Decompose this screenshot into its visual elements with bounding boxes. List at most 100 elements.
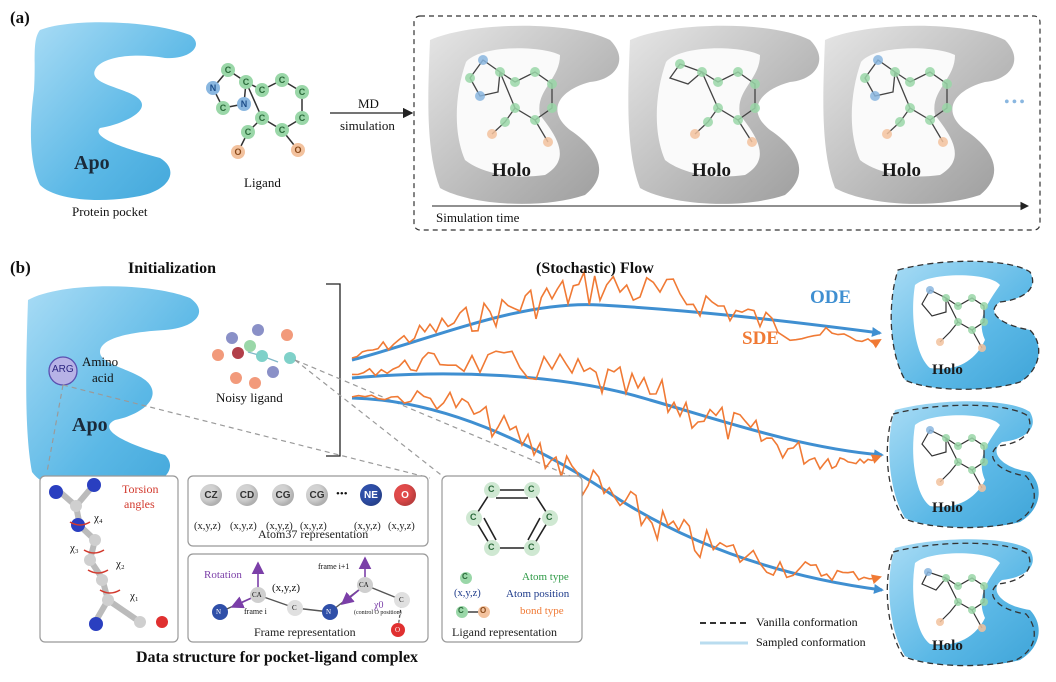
atom37-ellipsis: ••• [336,488,348,500]
holo-label-a2: Holo [692,160,732,181]
sde-path-1 [351,269,882,359]
simulation-time-label: Simulation time [436,210,520,225]
sde-trajectories [351,269,882,585]
frame-atom-ca1: CA [252,591,262,599]
arg-stick-model [49,478,168,631]
rotation-label: Rotation [204,569,242,581]
md-label-2: simulation [340,118,395,133]
frame-atom-ca2: CA [359,581,369,589]
legend-atom-c-dot [460,572,472,584]
md-label-1: MD [358,96,379,111]
holo-label-b3: Holo [932,638,963,654]
atom37-atom-ne: NE [360,484,382,506]
panel-a-label: (a) [10,8,30,27]
frame-i-label: frame i [244,607,267,616]
apo-pocket-shape [30,22,196,201]
apo-label-b: Apo [72,414,108,436]
chi2-label: χ₂ [116,558,125,570]
ring-atom-2: C [528,484,535,494]
holo-label-a3: Holo [882,160,922,181]
flow-title: (Stochastic) Flow [536,260,654,277]
atom37-caption: Atom37 representation [258,527,369,541]
atom37-coord-2: (x,y,z) [230,520,257,532]
apo-label-a: Apo [74,152,110,174]
sde-path-2 [351,350,882,471]
atom37-atom-cz: CZ [200,484,222,506]
frame-atom-c2: C [399,596,404,604]
svg-text:C: C [243,77,250,87]
ode-trajectories [351,303,884,594]
frame-atom-c1: C [292,604,297,612]
legend-bond-c: C [458,606,464,615]
frame-caption: Frame representation [254,625,356,639]
frame-atom-n2: N [326,608,332,616]
holo-ligands-a [469,59,948,143]
bond-type-label: bond type [520,605,564,617]
svg-text:N: N [241,99,248,109]
apo-pocket-b-shape [26,286,200,494]
atom37-coord-3: (x,y,z) [266,520,293,532]
torsion-title-2: angles [124,497,155,511]
holo-label-b2: Holo [932,500,963,516]
atom37-atom-o: O [394,484,416,506]
svg-text:C: C [299,87,306,97]
svg-text:C: C [279,75,286,85]
simulation-box [413,15,1041,231]
atom37-coord-6: (x,y,z) [388,520,415,532]
holo-ligands-b [921,289,985,629]
amino-acid-label-2: acid [92,370,114,385]
data-structure-title: Data structure for pocket-ligand complex [136,649,419,666]
legend-sampled: Sampled conformation [756,635,866,649]
svg-text:C: C [259,85,266,95]
ring-atom-4: C [528,542,535,552]
panel-b-label: (b) [10,258,31,277]
svg-text:C: C [299,113,306,123]
chi0-note: (control O position) [354,610,402,616]
initialization-title: Initialization [128,260,217,277]
svg-text:O: O [234,147,241,157]
holo-label-a1: Holo [492,160,532,181]
pocket-caption: Protein pocket [72,204,148,219]
noisy-ligand-dots [212,324,296,389]
sde-label: SDE [742,328,779,349]
frame-box [187,553,429,643]
svg-text:C: C [279,125,286,135]
ligand-coord: (x,y,z) [454,588,481,599]
svg-text:C: C [245,127,252,137]
ring-atom-5: C [488,542,495,552]
more-ellipsis: ••• [1004,94,1027,111]
ode-label: ODE [810,287,852,308]
svg-text:O: O [294,145,301,155]
ring-atom-1: C [488,484,495,494]
legend-atom-c: C [462,572,468,581]
svg-text:C: C [225,65,232,75]
bracket [326,283,341,457]
ring-atom-3: C [546,512,553,522]
frame-i1-label: frame i+1 [318,562,350,571]
atom37-atom-cg2: CG [306,484,328,506]
chi4-label: χ₄ [94,512,103,524]
atom37-coord-5: (x,y,z) [354,520,381,532]
atom-position-label: Atom position [506,588,570,600]
ligand-atoms: C N C N C C C C C C C C O O [206,63,309,159]
atom37-coord-4: (x,y,z) [300,520,327,532]
frame-coord-label: (x,y,z) [272,582,300,594]
amino-acid-label-1: Amino [82,354,119,369]
arg-label: ARG [52,364,74,375]
benzene-atoms [466,482,558,556]
noisy-ligand-caption: Noisy ligand [216,390,283,405]
torsion-box [39,475,179,643]
frame-atom-o: O [395,626,401,634]
frame-drawing [212,556,410,637]
legend-vanilla: Vanilla conformation [756,615,858,629]
ring-atom-6: C [470,512,477,522]
holo-ligand-atoms-b [924,286,988,632]
sde-path-3 [351,389,882,585]
ligand-caption: Ligand [244,175,281,190]
svg-text:C: C [259,113,266,123]
chi3-label: χ₃ [70,542,79,554]
atom-type-label: Atom type [522,571,569,583]
connector-lines [46,359,576,479]
ligand-rep-caption: Ligand representation [452,625,557,639]
frame-atom-n1: N [216,608,222,616]
